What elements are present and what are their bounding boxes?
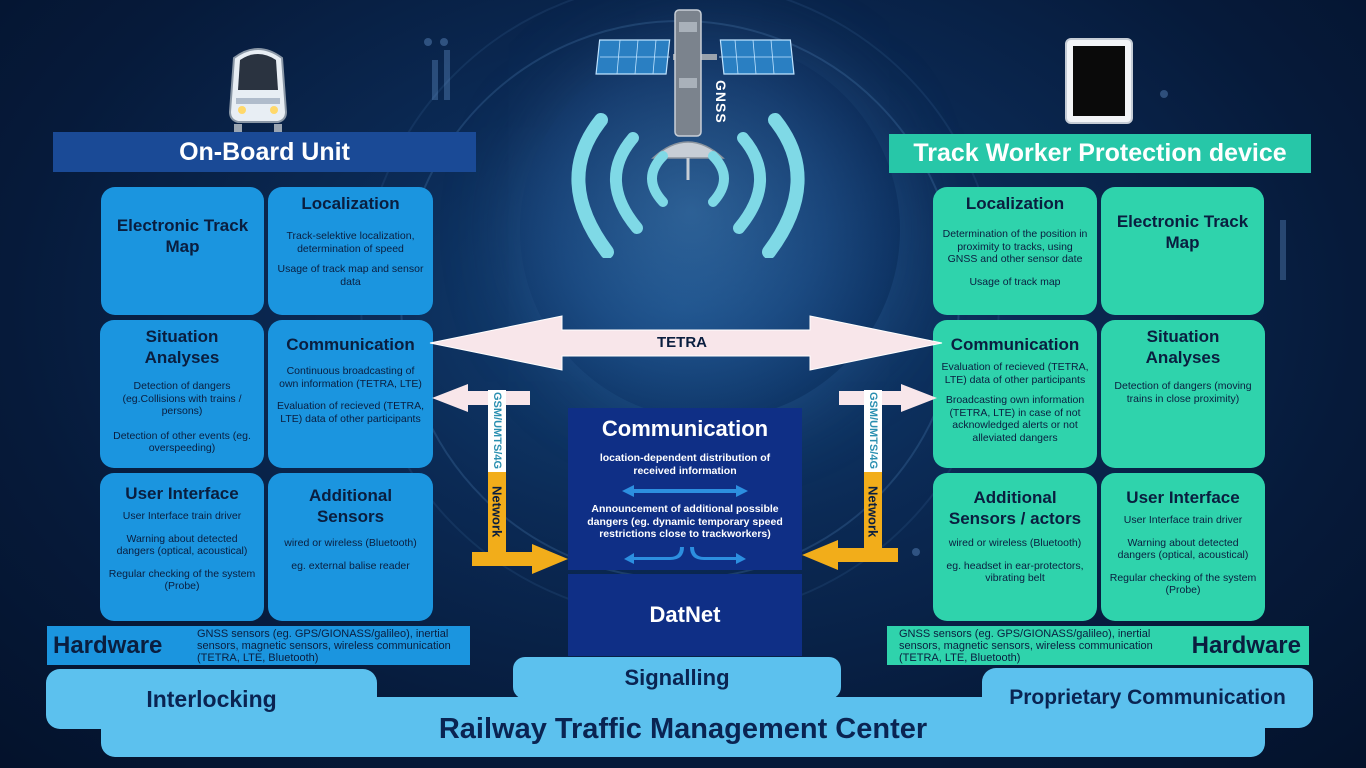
decor-bar [444, 50, 450, 100]
onboard-hardware: Hardware GNSS sensors (eg. GPS/GIONASS/g… [47, 626, 470, 665]
datnet-box: DatNet [568, 574, 802, 656]
box-title: Electronic Track Map [1116, 212, 1249, 252]
box-title: Communication [286, 335, 415, 354]
box-text: Regular checking of the system (Probe) [108, 567, 256, 593]
gsm-label-left: GSM/UMTS/4G [488, 390, 506, 472]
box-title: Communication [950, 335, 1080, 354]
box-text: Broadcasting own information (TETRA, LTE… [945, 394, 1085, 444]
onboard-unit-title: On-Board Unit [53, 132, 476, 172]
proprietary-communication-box: Proprietary Communication [982, 668, 1313, 728]
decor-dot [424, 38, 432, 46]
box-text: User Interface train driver [122, 510, 242, 522]
decor-bar [1280, 220, 1286, 280]
trackworker-user-interface: User Interface User Interface train driv… [1101, 473, 1265, 621]
trackworker-device-title: Track Worker Protection device [889, 134, 1311, 173]
box-text: Evaluation of recieved (TETRA, LTE) data… [276, 400, 425, 425]
hardware-title: Hardware [53, 632, 163, 659]
decor-dot [912, 548, 920, 556]
train-icon [228, 48, 288, 132]
box-text: wired or wireless (Bluetooth) [948, 537, 1082, 549]
trackworker-communication: Communication Evaluation of recieved (TE… [933, 320, 1097, 468]
trackworker-additional-sensors: Additional Sensors / actors wired or wir… [933, 473, 1097, 621]
box-text: eg. headset in ear-protectors, vibrating… [946, 559, 1084, 585]
trackworker-electronic-track-map: Electronic Track Map [1101, 187, 1264, 315]
box-text: Usage of track map [969, 275, 1061, 288]
decor-dot [440, 38, 448, 46]
center-announcement-text: Announcement of additional possible dang… [587, 503, 783, 540]
box-title: Localization [301, 194, 400, 213]
right-white-arrow [839, 384, 937, 412]
box-title: Situation Analyses [1145, 327, 1221, 367]
box-title: Additional Sensors [308, 486, 393, 526]
double-arrow-icon [622, 485, 748, 497]
onboard-communication: Communication Continuous broadcasting of… [268, 320, 433, 468]
hardware-text: GNSS sensors (eg. GPS/GIONASS/galileo), … [197, 628, 451, 664]
curved-arrows-icon [624, 546, 746, 564]
gsm-label-right: GSM/UMTS/4G [864, 390, 882, 472]
left-white-arrow [432, 384, 530, 412]
box-title: Localization [965, 194, 1065, 213]
network-label-left: Network [488, 472, 506, 552]
signalling-box: Signalling [513, 657, 841, 699]
onboard-electronic-track-map: Electronic Track Map [101, 187, 264, 315]
box-title: Additional Sensors / actors [948, 488, 1082, 528]
interlocking-box: Interlocking [46, 669, 377, 729]
box-text: Detection of dangers (moving trains in c… [1114, 380, 1252, 405]
tetra-label: TETRA [657, 334, 707, 351]
box-text: Warning about detected dangers (optical,… [1117, 536, 1249, 562]
decor-bar [432, 60, 438, 100]
box-text: Determination of the position in proximi… [942, 228, 1088, 265]
box-text: User Interface train driver [1123, 514, 1243, 526]
gnss-label: GNSS [713, 80, 729, 124]
center-communication-title: Communication [601, 416, 769, 441]
box-title: Situation Analyses [144, 327, 220, 367]
box-text: Continuous broadcasting of own informati… [279, 365, 422, 390]
box-text: Evaluation of recieved (TETRA, LTE) data… [941, 361, 1089, 386]
box-title: User Interface [125, 484, 239, 503]
tablet-icon [1065, 38, 1133, 124]
hardware-title: Hardware [1191, 632, 1301, 659]
box-title: User Interface [1126, 488, 1240, 507]
center-communication: Communication location-dependent distrib… [568, 408, 802, 570]
onboard-additional-sensors: Additional Sensors wired or wireless (Bl… [268, 473, 433, 621]
box-text: Track-selektive localization, determinat… [286, 230, 415, 255]
network-label-right: Network [864, 472, 882, 552]
left-orange-arrow [472, 544, 568, 574]
box-text: Detection of other events (eg. overspeed… [113, 429, 251, 455]
onboard-user-interface: User Interface User Interface train driv… [100, 473, 264, 621]
box-text: wired or wireless (Bluetooth) [284, 537, 417, 549]
trackworker-situation-analyses: Situation Analyses Detection of dangers … [1101, 320, 1265, 468]
box-text: Detection of dangers (eg.Collisions with… [122, 380, 242, 417]
right-orange-arrow [802, 540, 898, 570]
box-title: Electronic Track Map [116, 216, 249, 256]
satellite-icon [571, 9, 805, 258]
tetra-arrow [429, 315, 943, 371]
box-text: eg. external balise reader [291, 559, 410, 572]
onboard-localization: Localization Track-selektive localizatio… [268, 187, 433, 315]
trackworker-localization: Localization Determination of the positi… [933, 187, 1097, 315]
trackworker-hardware: GNSS sensors (eg. GPS/GIONASS/galileo), … [887, 626, 1309, 665]
box-text: Regular checking of the system (Probe) [1109, 571, 1257, 597]
box-text: Usage of track map and sensor data [277, 263, 424, 288]
box-text: Warning about detected dangers (optical,… [116, 532, 248, 558]
hardware-text: GNSS sensors (eg. GPS/GIONASS/galileo), … [899, 628, 1153, 664]
center-communication-text: location-dependent distribution of recei… [599, 452, 771, 477]
onboard-situation-analyses: Situation Analyses Detection of dangers … [100, 320, 264, 468]
decor-dot [1160, 90, 1168, 98]
